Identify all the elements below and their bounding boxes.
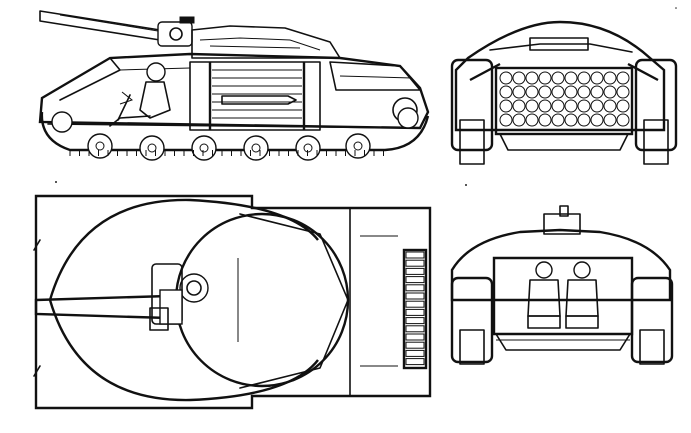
ammo-round: [551, 99, 565, 113]
front-view-ammo: [450, 20, 678, 165]
front-view-crew: [450, 205, 674, 365]
track-shoes-side: [69, 150, 384, 156]
crew-compartment: [492, 256, 634, 336]
ammo-round: [564, 113, 578, 127]
printing-speckles: [55, 7, 677, 186]
track-link: [405, 317, 425, 325]
ammo-round: [525, 85, 539, 99]
ammo-round: [499, 99, 513, 113]
ammo-round: [538, 85, 552, 99]
ammo-round: [590, 99, 604, 113]
ammo-round: [616, 113, 630, 127]
ammo-round: [538, 99, 552, 113]
track-link: [405, 300, 425, 308]
track-link: [405, 325, 425, 333]
road-wheels-side: [51, 107, 419, 161]
track-link: [405, 308, 425, 316]
track-link: [405, 251, 425, 259]
rear-deck-top: [349, 207, 398, 397]
ammo-round: [590, 71, 604, 85]
track-top: [402, 248, 428, 370]
ammo-round: [590, 113, 604, 127]
tracks-front-ammo: [450, 58, 678, 165]
track-link: [405, 292, 425, 300]
ammo-round: [564, 85, 578, 99]
ammo-round: [603, 71, 617, 85]
gun-barrel-top: [34, 289, 183, 331]
track-link: [405, 284, 425, 292]
track-link: [405, 341, 425, 349]
ammo-round: [512, 113, 526, 127]
ammo-round: [603, 99, 617, 113]
tracks-front-crew: [450, 276, 674, 365]
driver-figure: [109, 62, 171, 127]
top-view: [33, 194, 432, 410]
ammo-round: [525, 113, 539, 127]
ammo-round: [499, 85, 513, 99]
crew-figure-left: [527, 261, 561, 329]
ammo-round: [551, 71, 565, 85]
ammo-round: [538, 113, 552, 127]
ammo-round: [564, 71, 578, 85]
gun-barrel-side: [39, 10, 161, 41]
ammo-round: [512, 85, 526, 99]
track-link: [405, 349, 425, 357]
turret-side: [157, 16, 341, 59]
ammo-storage-grid: [494, 66, 634, 136]
ammo-round: [577, 71, 591, 85]
ammo-round: [577, 85, 591, 99]
turret-top: [48, 198, 350, 402]
track-link: [405, 276, 425, 284]
ammo-round: [499, 71, 513, 85]
ammo-round: [590, 85, 604, 99]
ammo-round: [616, 71, 630, 85]
ammo-round: [499, 113, 513, 127]
track-side: [40, 111, 430, 152]
ammo-round: [616, 85, 630, 99]
ammo-round: [603, 113, 617, 127]
ammo-round: [538, 71, 552, 85]
crew-figure-right: [565, 261, 599, 329]
ammo-round: [512, 99, 526, 113]
ammo-round: [577, 113, 591, 127]
track-link: [405, 259, 425, 267]
ammo-round: [564, 99, 578, 113]
track-link: [405, 267, 425, 275]
track-link: [405, 358, 425, 366]
side-view: [38, 10, 430, 161]
ammo-round: [551, 85, 565, 99]
hull-side: [38, 52, 430, 130]
ammo-round: [525, 71, 539, 85]
ammo-round: [577, 99, 591, 113]
ammo-round: [603, 85, 617, 99]
ammo-round: [551, 113, 565, 127]
ammo-round: [525, 99, 539, 113]
ammo-round: [616, 99, 630, 113]
track-link: [405, 333, 425, 341]
ammo-round: [512, 71, 526, 85]
ammo-rack-side: [189, 61, 321, 131]
